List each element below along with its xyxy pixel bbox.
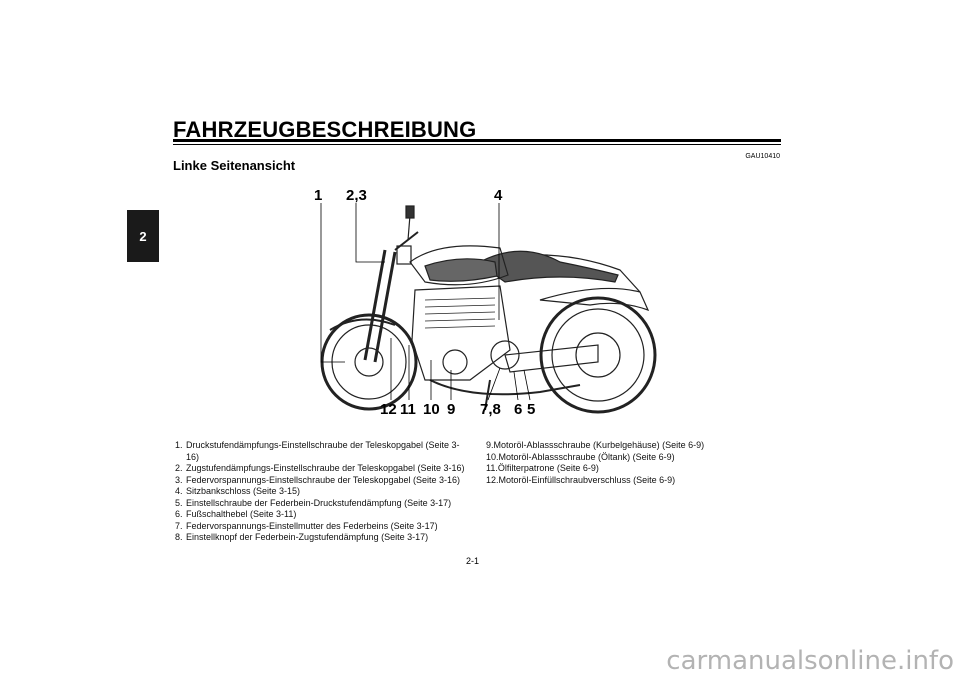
seat [476,250,619,283]
chapter-tab: 2 [127,210,159,262]
handlebar [394,231,419,251]
callout-9: 9 [447,401,456,418]
leader-lines [320,203,531,401]
crankcase-cover [442,349,468,375]
page-number: 2-1 [466,556,480,566]
title-rule-thick [173,139,781,142]
callout-6: 6 [514,401,523,418]
sprocket-cover [490,340,520,370]
rear-tire [539,296,657,414]
title-rule-thin [173,144,781,145]
legend-left: 1.Druckstufendämpfungs-Einstellschraube … [175,440,467,544]
callout-10: 10 [423,401,440,418]
legend-item: 5.Einstellschraube der Federbein-Druckst… [175,497,452,508]
legend-right: 9. Motoröl-Ablassschraube (Kurbelgehäuse… [486,440,736,486]
fork-tube-2 [373,251,397,363]
page-title: FAHRZEUGBESCHREIBUNG [173,117,477,142]
fork-tube [363,249,387,361]
mirror [405,205,415,219]
section-subtitle: Linke Seitenansicht [173,158,296,173]
tank [409,245,509,286]
callout-4: 4 [494,187,503,204]
headlight [396,245,412,265]
legend-item: 12.Motoröl-Einfüllschraubverschluss (Sei… [486,474,676,485]
legend-item: 1.Druckstufendämpfungs-Einstellschraube … [175,440,460,462]
legend-item: 2.Zugstufendämpfungs-Einstellschraube de… [175,463,465,473]
mirror-stem [407,214,411,241]
section-code: GAU10410 [745,153,780,160]
exhaust [429,379,581,396]
watermark: carmanualsonline.info [666,646,954,676]
callout-11: 11 [400,401,416,418]
legend-item: 7.Federvorspannungs-Einstellmutter des F… [175,520,438,531]
rear-rim [551,308,645,402]
front-fender [329,318,396,331]
legend-item: 8.Einstellknopf der Federbein-Zugstufend… [175,532,429,542]
intake-cover [424,258,498,282]
front-hub [354,347,384,377]
swingarm [504,344,599,373]
callout-5: 5 [527,401,536,418]
callout-7-8: 7,8 [480,401,501,418]
legend-item: 6.Fußschalthebel (Seite 3-11) [175,509,297,519]
callout-12: 12 [380,401,397,418]
callout-1: 1 [314,187,323,204]
callout-2-3: 2,3 [346,187,367,204]
rear-hub [575,332,621,378]
engine-block [411,285,511,381]
legend-item: 4.Sitzbankschloss (Seite 3-15) [175,486,301,496]
legend-item: 3.Federvorspannungs-Einstellschraube der… [175,474,460,485]
legend-item: 9. Motoröl-Ablassschraube (Kurbelgehäuse… [486,440,705,450]
legend-item: 11.Ölfilterpatrone (Seite 6-9) [486,463,599,473]
side-stand [484,379,491,411]
legend-item: 10.Motoröl-Ablassschraube (Öltank) (Seit… [486,451,675,462]
